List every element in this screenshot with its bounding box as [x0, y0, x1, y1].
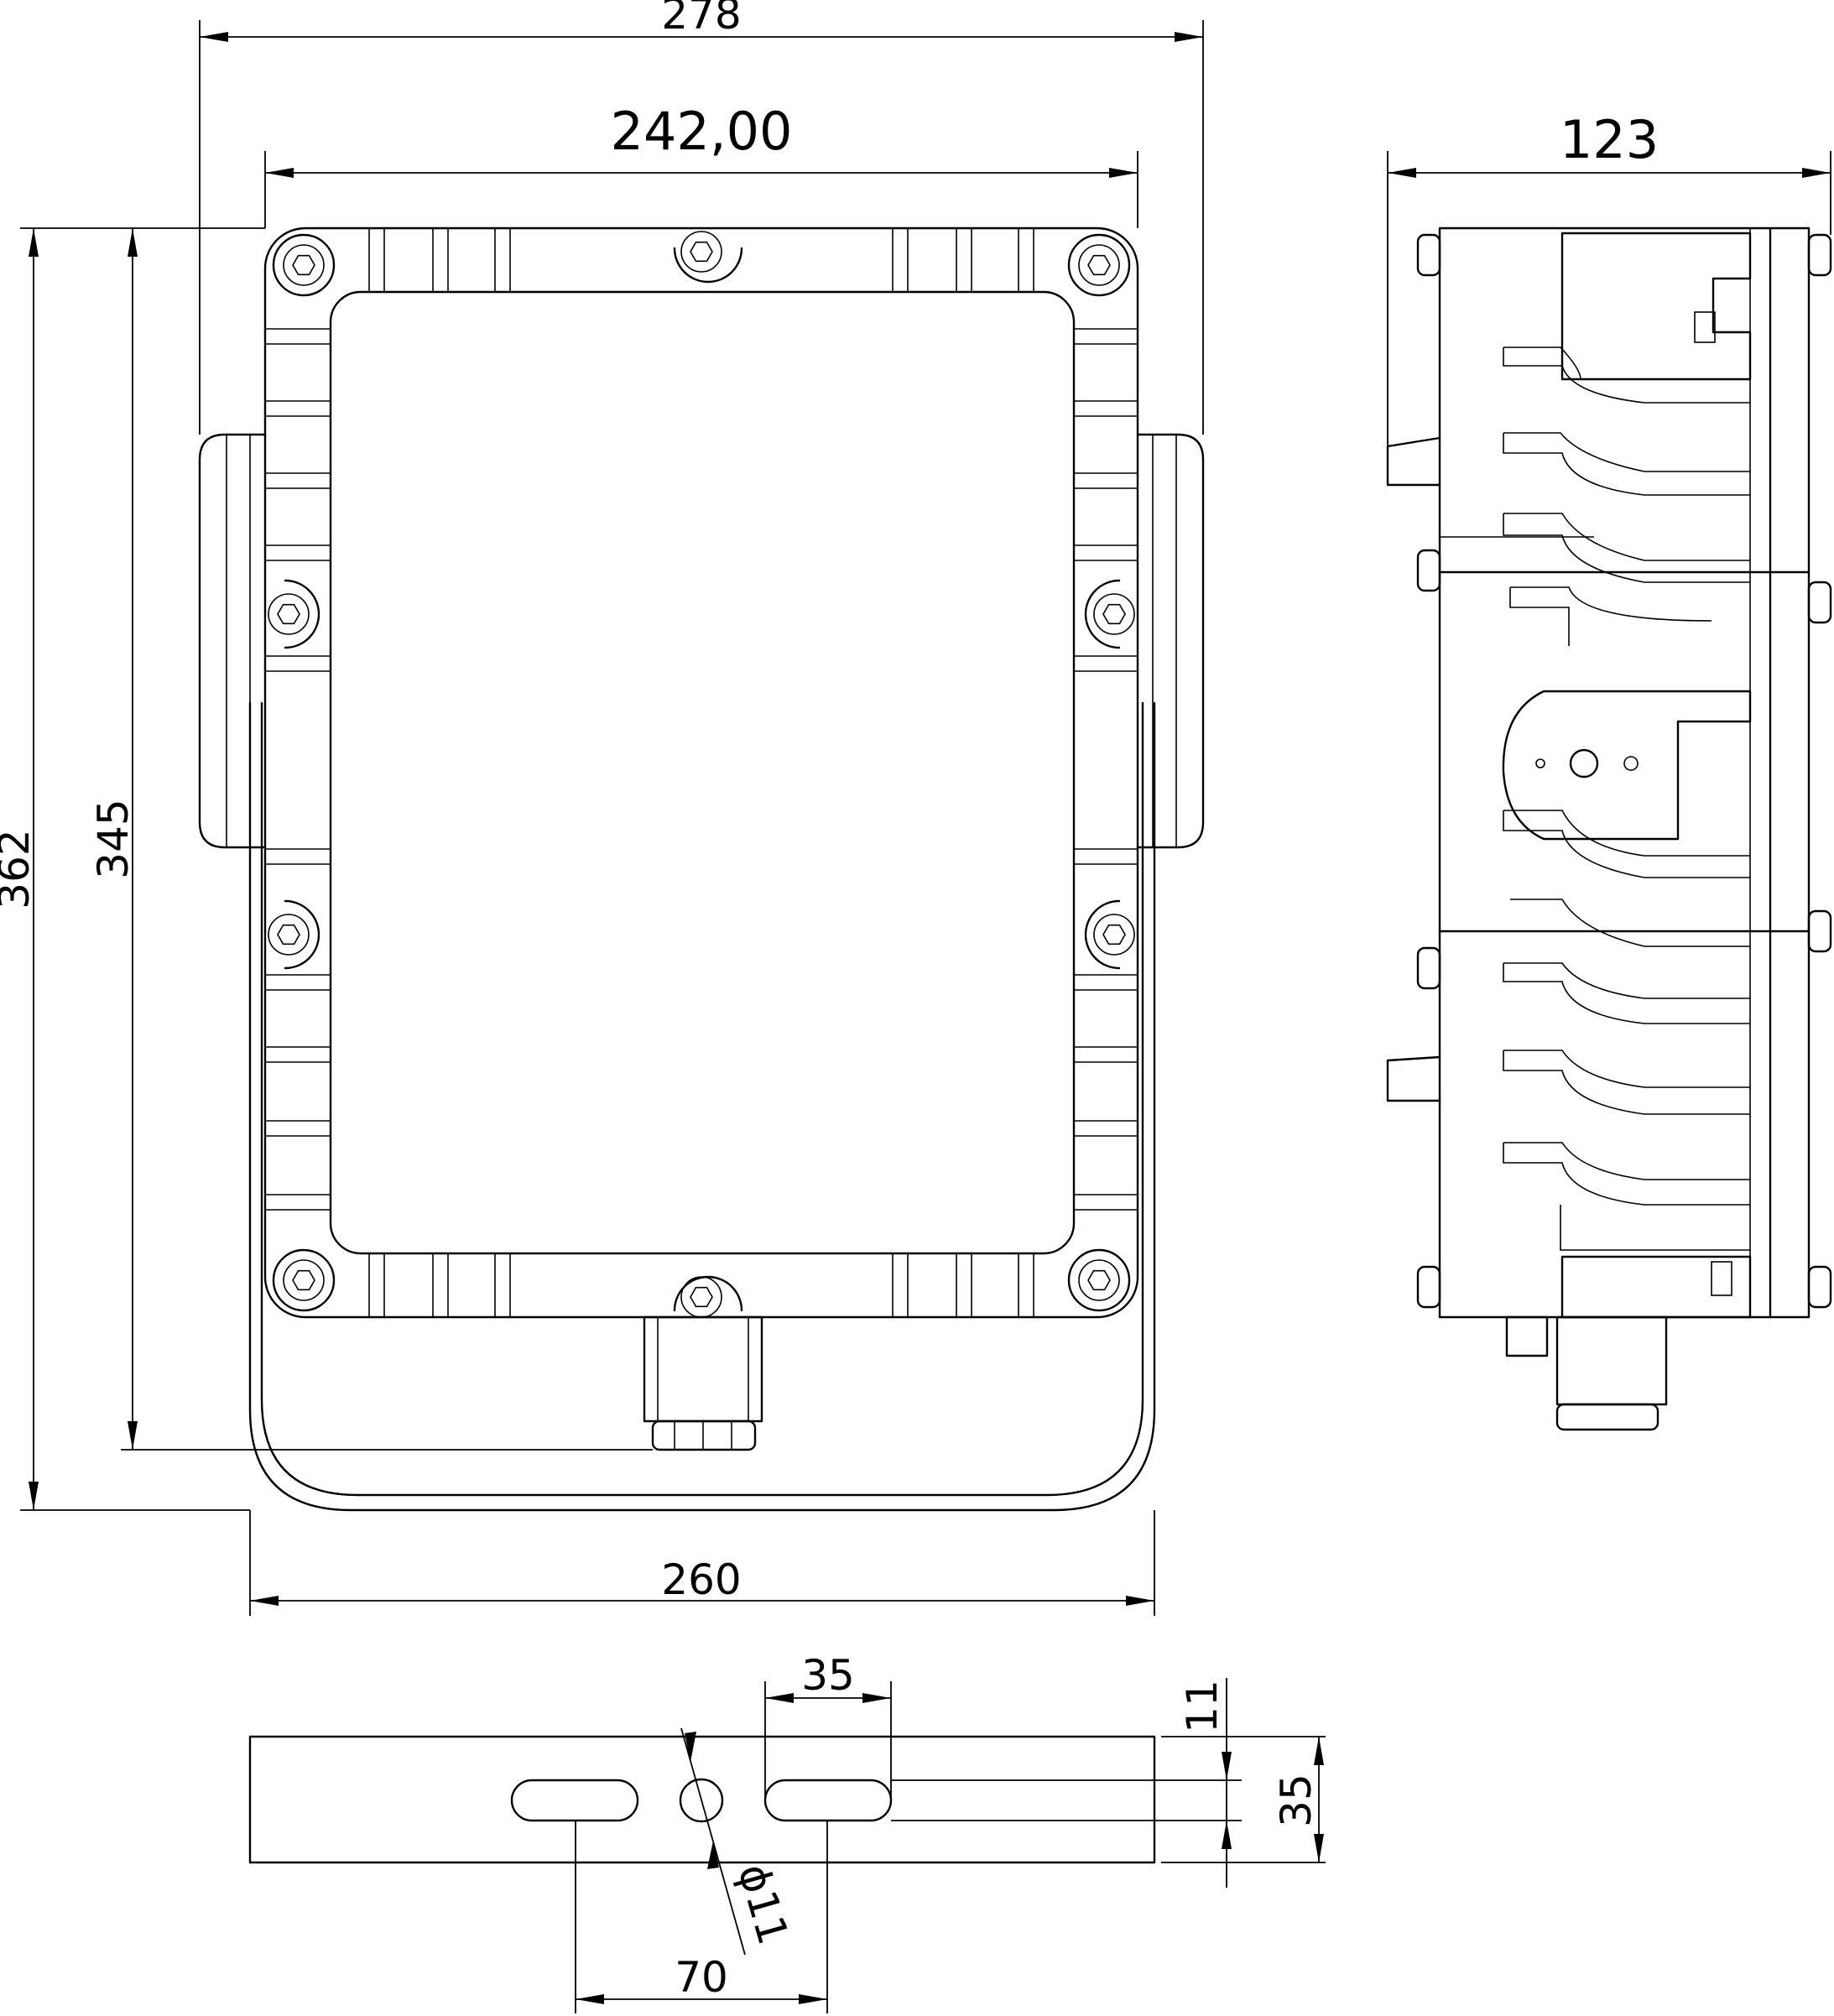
top-center-screw [673, 231, 743, 284]
corner-screw-bottom-left [272, 1248, 336, 1312]
side-pivot-hole-large [1569, 748, 1599, 779]
bracket-slot-left [510, 1779, 639, 1822]
side-pivot-hole-small [1623, 756, 1639, 771]
front-lens-window [329, 290, 1076, 1255]
front-dimensions: 278 242,00 362 345 260 [0, 0, 1204, 1616]
right-lower-screw [1084, 899, 1135, 970]
side-bolt-mr2 [1807, 909, 1832, 953]
dim-slot-length: 35 [801, 1651, 855, 1700]
corner-screw-top-right [1067, 233, 1131, 297]
front-view [198, 227, 1205, 1512]
bracket-plan-view: 35 70 ϕ11 35 11 [248, 1651, 1326, 2013]
side-cable-gland-nut [1555, 1403, 1659, 1431]
side-housing-outline [1438, 227, 1811, 1319]
bracket-plate [248, 1735, 1156, 1864]
corner-screw-top-left [272, 233, 336, 297]
mounting-bracket-outer [248, 701, 1156, 1512]
side-pivot-plate [1502, 690, 1752, 841]
side-bolt-mr [1807, 581, 1832, 624]
dim-slot-offset: 11 [1178, 1680, 1227, 1733]
side-lower-fins [1503, 810, 1750, 1251]
dim-depth: 123 [1560, 109, 1659, 170]
dim-hole-diameter: ϕ11 [728, 1858, 797, 1950]
left-lower-screw [268, 899, 320, 970]
side-dimensions: 123 [1387, 109, 1831, 446]
bottom-cooling-fins [368, 1253, 1034, 1317]
bracket-center-hole [679, 1778, 724, 1823]
side-upper-fins [1503, 346, 1750, 646]
dim-overall-height: 362 [0, 829, 39, 909]
side-bolt-ml [1416, 549, 1441, 592]
cable-gland-nut [651, 1420, 757, 1451]
right-cooling-fins [1074, 328, 1138, 1211]
dim-hole-spacing: 70 [675, 1953, 728, 2002]
side-view [1386, 227, 1832, 1431]
side-knob-lower [1386, 1055, 1441, 1102]
mounting-bracket-inner [260, 701, 1144, 1497]
dim-frame-height: 345 [89, 799, 138, 878]
dim-bracket-height: 35 [1272, 1774, 1321, 1827]
side-bolt-ml2 [1416, 946, 1441, 990]
side-cable-gland [1555, 1315, 1668, 1406]
bracket-slot-right [763, 1779, 893, 1822]
side-bolt-br [1807, 1265, 1832, 1309]
dim-bracket-width: 260 [661, 1555, 741, 1604]
dim-frame-width: 242,00 [611, 101, 793, 162]
side-bolt-tl [1416, 233, 1441, 277]
side-bolt-bl [1416, 1265, 1441, 1309]
cable-gland-body [643, 1315, 763, 1423]
dim-overall-width: 278 [661, 0, 741, 39]
side-bolt-tr [1807, 233, 1832, 277]
top-cooling-fins [368, 228, 1034, 292]
left-upper-screw [268, 579, 320, 649]
right-upper-screw [1084, 579, 1135, 649]
side-knob-upper [1386, 436, 1441, 487]
left-cooling-fins [265, 328, 331, 1211]
left-pivot-knob [198, 433, 267, 849]
front-frame-outline [263, 227, 1139, 1319]
right-pivot-knob-inner [1152, 434, 1177, 848]
corner-screw-bottom-right [1067, 1248, 1131, 1312]
right-pivot-knob [1136, 433, 1205, 849]
bottom-center-screw [673, 1275, 743, 1318]
left-pivot-knob-inner [226, 434, 251, 848]
